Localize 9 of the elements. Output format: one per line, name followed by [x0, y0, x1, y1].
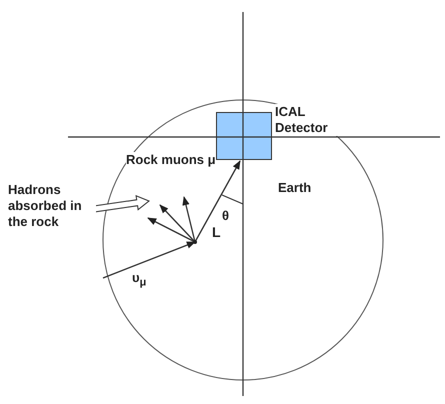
- interaction-point: [193, 240, 197, 244]
- curved-arrow: [93, 195, 150, 213]
- muon-arrow: [194, 160, 241, 242]
- hadron-arrow: [159, 204, 196, 242]
- edge-label: L: [212, 224, 221, 240]
- hadron-arrow: [147, 217, 196, 243]
- hadron-arrow: [182, 196, 196, 242]
- label-text: Rock muons μ: [126, 152, 216, 168]
- neutrino-arrow: [102, 241, 196, 279]
